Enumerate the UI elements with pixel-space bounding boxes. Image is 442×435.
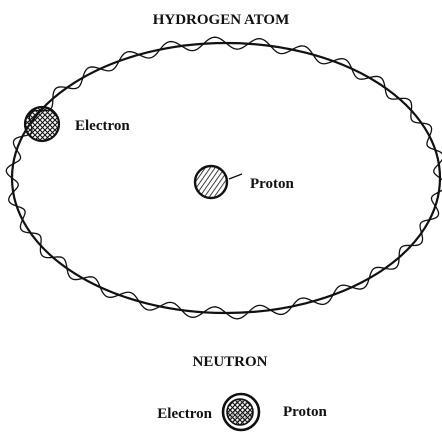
atom-proton-label: Proton [250,176,295,192]
neutron-title: NEUTRON [192,354,267,370]
proton-icon [195,166,227,198]
proton-pointer [229,174,242,179]
atom-electron-label: Electron [75,118,130,134]
neutron-electron-label: Electron [157,406,212,422]
orbit-electron-icon [25,107,59,141]
neutron-proton-label: Proton [283,404,328,420]
neutron-icon [223,394,259,430]
diagram-title: HYDROGEN ATOM [153,12,290,28]
